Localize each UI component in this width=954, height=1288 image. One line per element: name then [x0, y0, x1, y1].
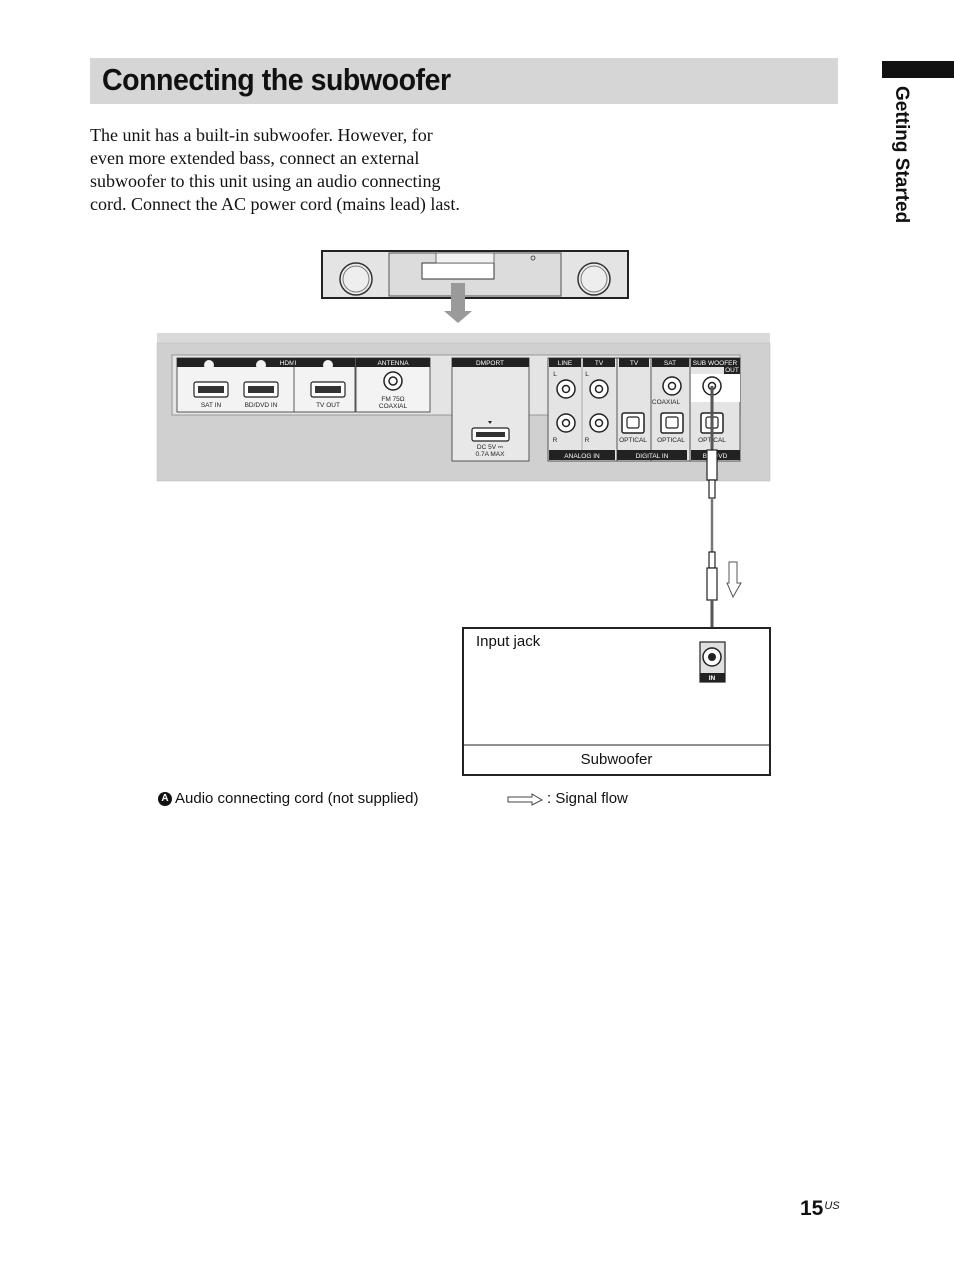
page-number-suffix: US — [824, 1200, 840, 1212]
audio-connecting-cord — [706, 386, 742, 643]
digital-in-label: DIGITAL IN — [636, 453, 669, 460]
page-title: Connecting the subwoofer — [102, 62, 451, 97]
sub-woofer-label: SUB WOOFER — [693, 360, 738, 367]
dmport-label: DMPORT — [476, 360, 504, 367]
tv-r-label: R — [585, 437, 590, 444]
legend-cord: A Audio connecting cord (not supplied) — [158, 790, 419, 807]
tv-digital-label: TV — [630, 360, 639, 367]
subwoofer-label: Subwoofer — [580, 751, 653, 768]
speaker-left-icon — [339, 262, 373, 296]
signal-flow-icon — [507, 792, 544, 806]
signal-flow-arrow-icon — [726, 561, 742, 599]
hdmi-label: HDMI — [280, 360, 297, 367]
optical-tv-label: OPTICAL — [619, 437, 647, 444]
input-jack-label: Input jack — [476, 633, 541, 650]
sat-optical-port[interactable] — [660, 412, 684, 434]
page-number-value: 15 — [800, 1197, 824, 1220]
dc-label: DC 5V ⎓ — [477, 444, 503, 451]
line-label: LINE — [558, 360, 573, 367]
title-bar: Connecting the subwoofer — [90, 58, 838, 104]
in-label: IN — [709, 675, 716, 682]
section-tab-label: Getting Started — [888, 86, 914, 236]
tv-out-label: TV OUT — [316, 402, 340, 409]
analog-in-label: ANALOG IN — [564, 453, 600, 460]
coaxial-label: COAXIAL — [652, 399, 681, 406]
antenna-label: ANTENNA — [377, 360, 409, 367]
dc-max-label: 0.7A MAX — [476, 451, 506, 458]
connection-diagram: HDMI SAT IN BD/DVD IN TV OUT ANTENNA FM … — [156, 250, 771, 776]
cord-badge: A — [158, 791, 172, 806]
fm-coaxial-label: COAXIAL — [379, 403, 408, 410]
speaker-right-icon — [577, 262, 611, 296]
line-l-label: L — [553, 371, 557, 378]
tv-analog-label: TV — [595, 360, 604, 367]
intro-paragraph: The unit has a built-in subwoofer. Howev… — [90, 125, 460, 214]
legend-signal-text: : Signal flow — [547, 790, 628, 807]
legend-cord-text: Audio connecting cord (not supplied) — [175, 790, 419, 807]
zoom-arrow-icon — [444, 283, 472, 323]
section-tab-text: Getting Started — [891, 86, 912, 224]
tv-optical-port[interactable] — [621, 412, 645, 434]
line-r-label: R — [553, 437, 558, 444]
sat-label: SAT — [664, 360, 676, 367]
out-label: OUT — [725, 367, 739, 374]
fm-label: FM 75Ω — [381, 396, 404, 403]
panel-callout-box — [421, 262, 495, 280]
legend-signal-flow: : Signal flow — [506, 790, 628, 807]
bd-dvd-in-label: BD/DVD IN — [245, 402, 278, 409]
tv-l-label: L — [585, 371, 589, 378]
page-number: 15US — [800, 1197, 840, 1221]
sat-in-label: SAT IN — [201, 402, 222, 409]
unit-overview — [321, 250, 629, 323]
subwoofer-box: IN — [462, 627, 771, 776]
rear-panel: HDMI SAT IN BD/DVD IN TV OUT ANTENNA FM … — [156, 333, 771, 482]
section-tab-marker — [882, 61, 954, 78]
optical-sat-label: OPTICAL — [657, 437, 685, 444]
